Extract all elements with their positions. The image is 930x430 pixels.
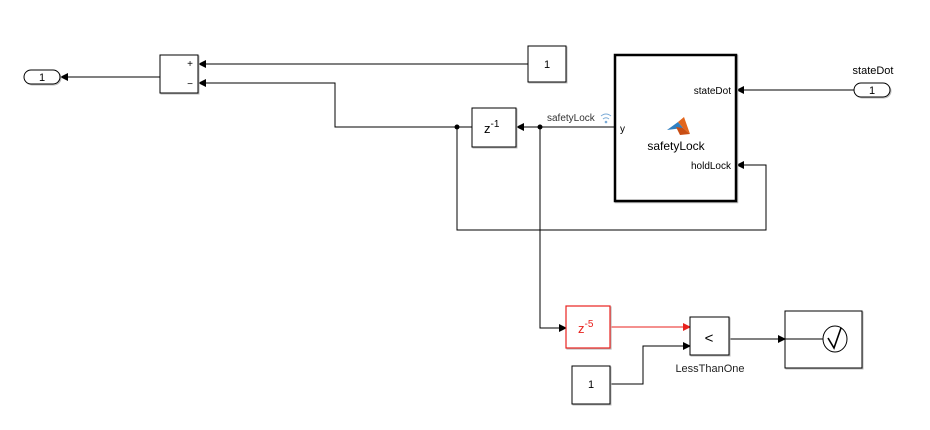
compare-block-name: LessThanOne — [675, 363, 744, 375]
branch-point — [537, 124, 543, 130]
constant-block-bottom[interactable]: 1 — [571, 365, 611, 405]
port-label-holdlock: holdLock — [691, 161, 732, 172]
outport-label: 1 — [39, 72, 45, 84]
delay5-label: z-5 — [578, 319, 594, 336]
wire-delay-to-sum-minus[interactable] — [198, 79, 472, 128]
compare-less-than-block[interactable]: < LessThanOne — [675, 316, 745, 375]
wire-to-delay5[interactable] — [539, 127, 567, 332]
delay5-block[interactable]: z-5 — [565, 305, 611, 349]
constant-block-top[interactable]: 1 — [527, 45, 567, 83]
port-label-y: y — [620, 124, 625, 135]
inport-label: 1 — [869, 85, 875, 97]
constant-value: 1 — [588, 379, 594, 391]
sum-block[interactable]: + − — [159, 54, 199, 94]
unit-delay-block[interactable]: z-1 — [471, 107, 517, 148]
signal-lines — [60, 60, 854, 385]
inport-block[interactable]: 1 stateDot — [853, 65, 894, 98]
matlab-logo-icon — [667, 117, 690, 135]
signal-label[interactable]: safetyLock — [547, 113, 596, 124]
branch-point — [454, 124, 460, 130]
outport-block[interactable]: 1 — [23, 69, 61, 85]
port-label-statedot: stateDot — [694, 86, 731, 97]
wire-const-to-compare[interactable] — [610, 342, 691, 385]
check-icon — [822, 325, 848, 353]
assertion-block[interactable] — [784, 310, 863, 369]
signal-logging-icon — [600, 113, 612, 124]
inport-name: stateDot — [853, 65, 894, 77]
wire-feedback-holdlock[interactable] — [456, 127, 767, 231]
compare-symbol: < — [705, 330, 714, 347]
matlab-function-name: safetyLock — [647, 139, 705, 153]
sum-plus-sign: + — [187, 59, 193, 70]
unit-delay-label: z-1 — [484, 119, 500, 136]
constant-value: 1 — [544, 59, 550, 71]
matlab-function-block[interactable]: y stateDot holdLock safetyLock — [613, 53, 738, 203]
sum-minus-sign: − — [187, 79, 193, 90]
